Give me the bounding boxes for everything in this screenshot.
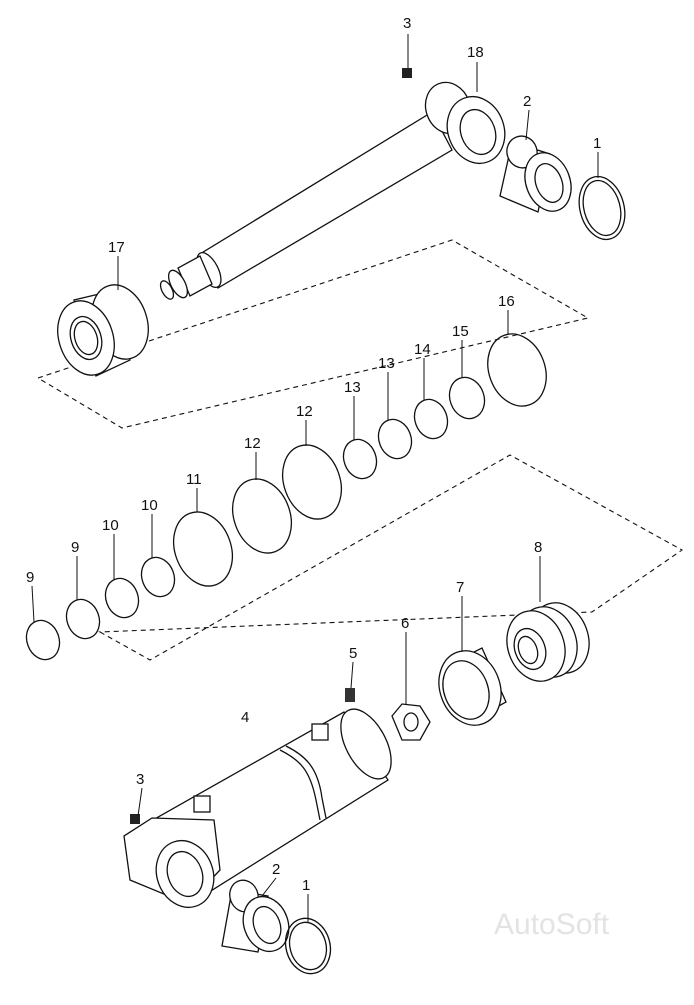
ring-9b bbox=[65, 598, 101, 640]
ring-14 bbox=[413, 398, 449, 440]
snap-ring-top bbox=[578, 175, 626, 241]
callout-labels: 3 18 2 1 17 16 15 14 13 13 12 12 11 10 1… bbox=[26, 15, 601, 894]
collar bbox=[438, 647, 507, 726]
ring-12a bbox=[232, 478, 292, 554]
watermark: AutoSoft bbox=[494, 908, 610, 941]
ring-13b bbox=[377, 418, 413, 460]
cylinder-tube bbox=[123, 708, 392, 909]
ring-9a bbox=[25, 619, 61, 661]
ring-10a bbox=[104, 577, 140, 619]
bolt-top bbox=[402, 68, 412, 78]
seal-rings bbox=[25, 333, 547, 661]
callout-18: 18 bbox=[467, 44, 484, 61]
callout-8: 8 bbox=[534, 539, 542, 556]
piston-rod bbox=[159, 111, 453, 300]
set-screw bbox=[345, 688, 355, 702]
leader-lines bbox=[31, 34, 599, 922]
ring-11 bbox=[173, 511, 233, 587]
ring-15 bbox=[448, 376, 486, 420]
callout-1-top: 1 bbox=[593, 135, 601, 152]
callout-10a: 10 bbox=[102, 517, 119, 534]
callout-13a: 13 bbox=[344, 379, 361, 396]
callout-14: 14 bbox=[414, 341, 431, 358]
callout-7: 7 bbox=[456, 579, 464, 596]
piston bbox=[57, 284, 149, 377]
cylinder-head bbox=[506, 602, 590, 682]
callout-2-top: 2 bbox=[523, 93, 531, 110]
ring-13a bbox=[342, 438, 378, 480]
callout-4: 4 bbox=[241, 709, 249, 726]
callout-9a: 9 bbox=[26, 569, 34, 586]
rod-eye bbox=[424, 81, 506, 165]
ring-16 bbox=[487, 333, 547, 407]
bushing-top bbox=[499, 135, 572, 213]
callout-10b: 10 bbox=[141, 497, 158, 514]
callout-6: 6 bbox=[401, 615, 409, 632]
nut bbox=[391, 703, 431, 741]
dashed-outline-lower bbox=[98, 454, 684, 661]
callout-3-top: 3 bbox=[403, 15, 411, 32]
callout-12a: 12 bbox=[244, 435, 261, 452]
callout-13b: 13 bbox=[378, 355, 395, 372]
ring-10b bbox=[140, 556, 176, 598]
ring-12b bbox=[282, 444, 342, 520]
callout-5: 5 bbox=[349, 645, 357, 662]
callout-15: 15 bbox=[452, 323, 469, 340]
callout-12b: 12 bbox=[296, 403, 313, 420]
callout-17: 17 bbox=[108, 239, 125, 256]
bolt-bottom bbox=[130, 814, 140, 824]
callout-9b: 9 bbox=[71, 539, 79, 556]
callout-16: 16 bbox=[498, 293, 515, 310]
dashed-outline-upper bbox=[36, 239, 590, 429]
callout-2-bottom: 2 bbox=[272, 861, 280, 878]
callout-1-bottom: 1 bbox=[302, 877, 310, 894]
callout-3-bottom: 3 bbox=[136, 771, 144, 788]
bushing-bottom bbox=[221, 879, 290, 953]
snap-ring-bottom bbox=[284, 917, 332, 975]
callout-11: 11 bbox=[186, 471, 202, 488]
